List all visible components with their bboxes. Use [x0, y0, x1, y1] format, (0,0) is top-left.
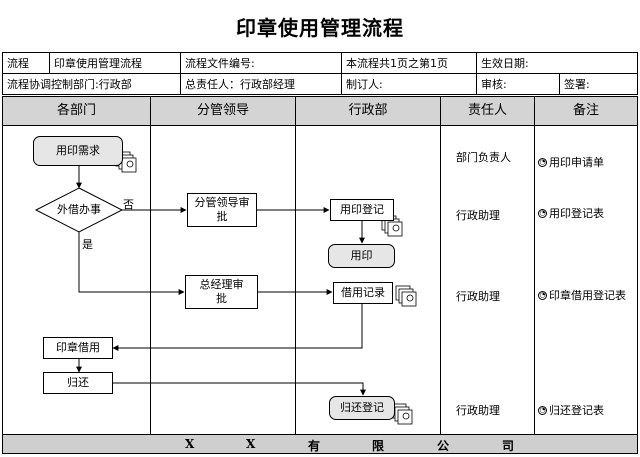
document-icon: ◔	[538, 157, 547, 167]
lane-header-leader: 分管领导	[151, 97, 295, 125]
node-return: 归还	[43, 372, 113, 394]
node-seal-borrow: 印章借用	[43, 337, 113, 359]
lane-divider	[440, 97, 441, 434]
node-gm-approve: 总经理审批	[185, 275, 258, 309]
node-register: 用印登记	[330, 199, 394, 221]
responsible-item: 行政助理	[456, 404, 500, 417]
lane-header-notes: 备注	[535, 97, 637, 125]
lane-header-admin: 行政部	[296, 97, 440, 125]
edge-to-return-register	[113, 382, 366, 396]
lane-divider	[534, 97, 535, 434]
responsible-item: 行政助理	[456, 290, 500, 303]
document-icon: ◔	[538, 405, 547, 415]
info-table: 流程 印章使用管理流程 流程文件编号: 本流程共1页之第1页 生效日期: 流程协…	[2, 52, 638, 95]
page-title: 印章使用管理流程	[236, 16, 404, 40]
document-icon: ◔	[538, 208, 547, 218]
header-divider	[2, 125, 638, 126]
coord-dept: 流程协调控制部门:行政部	[2, 73, 181, 95]
footer-char: X	[185, 437, 195, 451]
edge-yes	[78, 232, 185, 295]
signer: 签署:	[559, 73, 638, 95]
responsible-item: 部门负责人	[456, 151, 511, 164]
lane-divider	[150, 97, 151, 434]
edge-label-yes: 是	[82, 238, 93, 251]
node-return-register: 归还登记	[329, 396, 395, 420]
footer-char: 有	[308, 439, 321, 453]
footer-char: X	[246, 437, 256, 451]
footer-company: X X 有 限 公 司	[2, 434, 638, 454]
note-item: ◔用印登记表	[538, 207, 604, 220]
owner: 总责任人：行政部经理	[180, 73, 342, 95]
node-use-seal: 用印	[328, 244, 395, 268]
footer-char: 限	[372, 439, 385, 453]
edge-to-seal-borrow	[112, 304, 363, 351]
node-need: 用印需求	[33, 136, 123, 166]
lane-divider	[295, 97, 296, 434]
document-icon: ◔	[538, 290, 547, 300]
responsible-item: 行政助理	[456, 209, 500, 222]
footer-char: 司	[502, 439, 515, 453]
node-lend-decision: 外借办事	[57, 203, 101, 216]
document-icon	[391, 403, 413, 425]
note-item: ◔用印申请单	[538, 156, 604, 169]
drafter: 制订人:	[341, 73, 477, 95]
effective-date: 生效日期:	[476, 52, 638, 74]
footer-char: 公	[437, 439, 450, 453]
lane-header-departments: 各部门	[3, 97, 150, 125]
decision-shape	[34, 187, 124, 233]
node-borrow-record: 借用记录	[333, 282, 393, 304]
note-item: ◔归还登记表	[538, 404, 604, 417]
node-leader-approve: 分管领导审批	[187, 193, 257, 227]
edge-label-no: 否	[123, 198, 134, 211]
lane-header-responsible: 责任人	[441, 97, 534, 125]
document-icon	[395, 285, 417, 307]
note-item: ◔印章借用登记表	[538, 289, 626, 302]
